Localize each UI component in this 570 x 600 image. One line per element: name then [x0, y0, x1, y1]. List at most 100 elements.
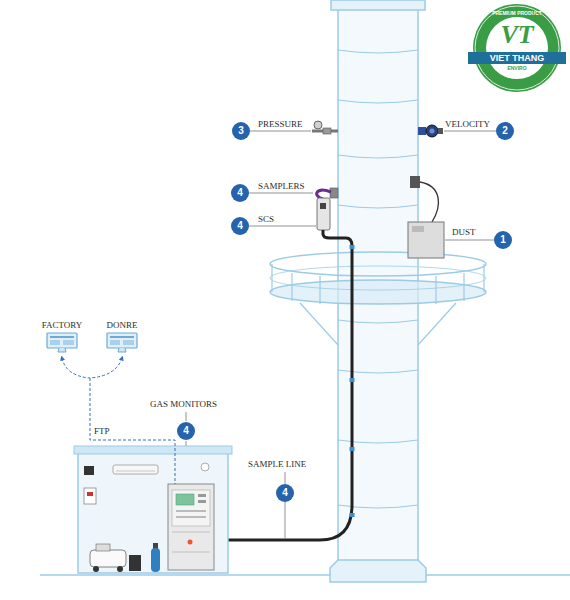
platform-railing — [272, 264, 484, 345]
platform-railing — [319, 276, 320, 304]
platform-railing — [483, 264, 484, 292]
air-compressor — [90, 550, 126, 567]
callout-number: 2 — [496, 122, 514, 140]
velocity-sensor — [438, 128, 443, 134]
gas-analyzer-cabinet — [198, 494, 206, 497]
analyzer-shelter — [78, 450, 228, 573]
part-label: DUST — [452, 227, 476, 238]
ftp-network-line — [62, 358, 175, 484]
ftp-network-line — [90, 378, 175, 484]
stack-chimney — [338, 50, 418, 53]
sample-line — [214, 230, 352, 540]
gas-analyzer-cabinet — [168, 484, 214, 570]
air-compressor — [93, 566, 99, 572]
air-conditioner — [113, 465, 158, 474]
stack-chimney — [338, 320, 418, 323]
monitor-icon — [118, 348, 126, 352]
sample-line — [350, 447, 355, 451]
sample-line — [350, 245, 355, 249]
platform-railing — [291, 273, 292, 301]
gas-cylinder — [151, 543, 160, 572]
monitor-icon — [106, 332, 138, 354]
dust-monitor — [420, 182, 438, 222]
velocity-sensor — [418, 127, 426, 135]
sampler-probe — [317, 188, 338, 199]
pressure-sensor — [312, 121, 338, 134]
dust-monitor — [410, 176, 420, 188]
gas-analyzer-cabinet — [172, 532, 210, 552]
air-compressor — [90, 544, 141, 572]
air-compressor — [96, 544, 110, 551]
monitor-icon — [110, 336, 134, 338]
leader-line — [445, 240, 494, 241]
monitor-icon — [46, 332, 78, 354]
logo-text: VIET THANG — [468, 52, 566, 64]
callout-number: 4 — [231, 184, 249, 202]
pressure-sensor — [323, 128, 331, 134]
monitor-icon — [123, 340, 134, 345]
wall-devices — [84, 466, 94, 475]
leader-line — [250, 131, 311, 132]
station-name: FACTORY — [40, 320, 85, 331]
air-compressor — [129, 555, 141, 571]
callout-number: 1 — [494, 231, 512, 249]
wall-devices — [87, 492, 93, 496]
brand-logo: PREMIUM PRODUCTVTVIET THANGENVIRO — [473, 4, 561, 92]
monitor-icon — [50, 336, 74, 338]
leader-line — [186, 131, 496, 538]
sample-line — [350, 513, 355, 517]
leader-line — [249, 193, 313, 194]
stack-chimney — [338, 50, 418, 508]
monitor-icon — [107, 333, 137, 348]
platform-railing — [300, 303, 338, 345]
air-compressor — [117, 566, 123, 572]
monitor-station: FACTORY — [40, 320, 85, 354]
platform-railing — [270, 252, 486, 345]
scs-unit — [317, 198, 330, 230]
stack-chimney — [338, 205, 418, 208]
leader-line — [444, 131, 496, 132]
dust-monitor — [412, 226, 424, 232]
callout-number: 4 — [276, 484, 294, 502]
logo-text: PREMIUM PRODUCT — [473, 10, 561, 16]
gas-analyzer-cabinet — [176, 510, 206, 512]
stack-chimney — [338, 505, 418, 508]
stack-chimney — [338, 100, 418, 103]
platform-railing — [271, 264, 272, 292]
callout-number: 4 — [231, 217, 249, 235]
platform-railing — [270, 266, 486, 290]
logo-text: ENVIRO — [473, 65, 561, 71]
platform-railing — [270, 252, 486, 276]
callout-number: 4 — [282, 488, 288, 498]
analyzer-shelter — [74, 446, 232, 454]
pressure-sensor — [314, 121, 322, 129]
leader-line — [249, 226, 316, 227]
leader-line — [285, 472, 286, 484]
gas-analyzer-cabinet — [168, 484, 214, 570]
monitor-icon — [110, 340, 120, 345]
leader-line — [186, 412, 187, 421]
stack-chimney — [338, 370, 418, 373]
part-label: VELOCITY — [445, 119, 490, 130]
gas-analyzer-cabinet — [172, 490, 210, 526]
part-label: SAMPLE LINE — [248, 459, 306, 470]
platform-railing — [463, 273, 464, 301]
callout-number: 4 — [237, 188, 243, 198]
velocity-sensor — [418, 125, 443, 137]
scs-unit — [317, 198, 330, 230]
scs-unit — [320, 203, 326, 209]
callout-number: 4 — [183, 426, 189, 436]
dust-monitor — [408, 222, 444, 258]
gas-cylinder — [151, 548, 160, 572]
gas-analyzer-cabinet — [176, 494, 194, 505]
leader-line — [285, 502, 286, 538]
dust-monitor — [408, 176, 444, 258]
gas-analyzer-cabinet — [176, 516, 206, 518]
stack-chimney — [331, 0, 425, 10]
part-label: PRESSURE — [258, 119, 303, 130]
platform-railing — [270, 280, 486, 304]
callout-number: 4 — [177, 422, 195, 440]
wall-devices — [201, 463, 209, 471]
